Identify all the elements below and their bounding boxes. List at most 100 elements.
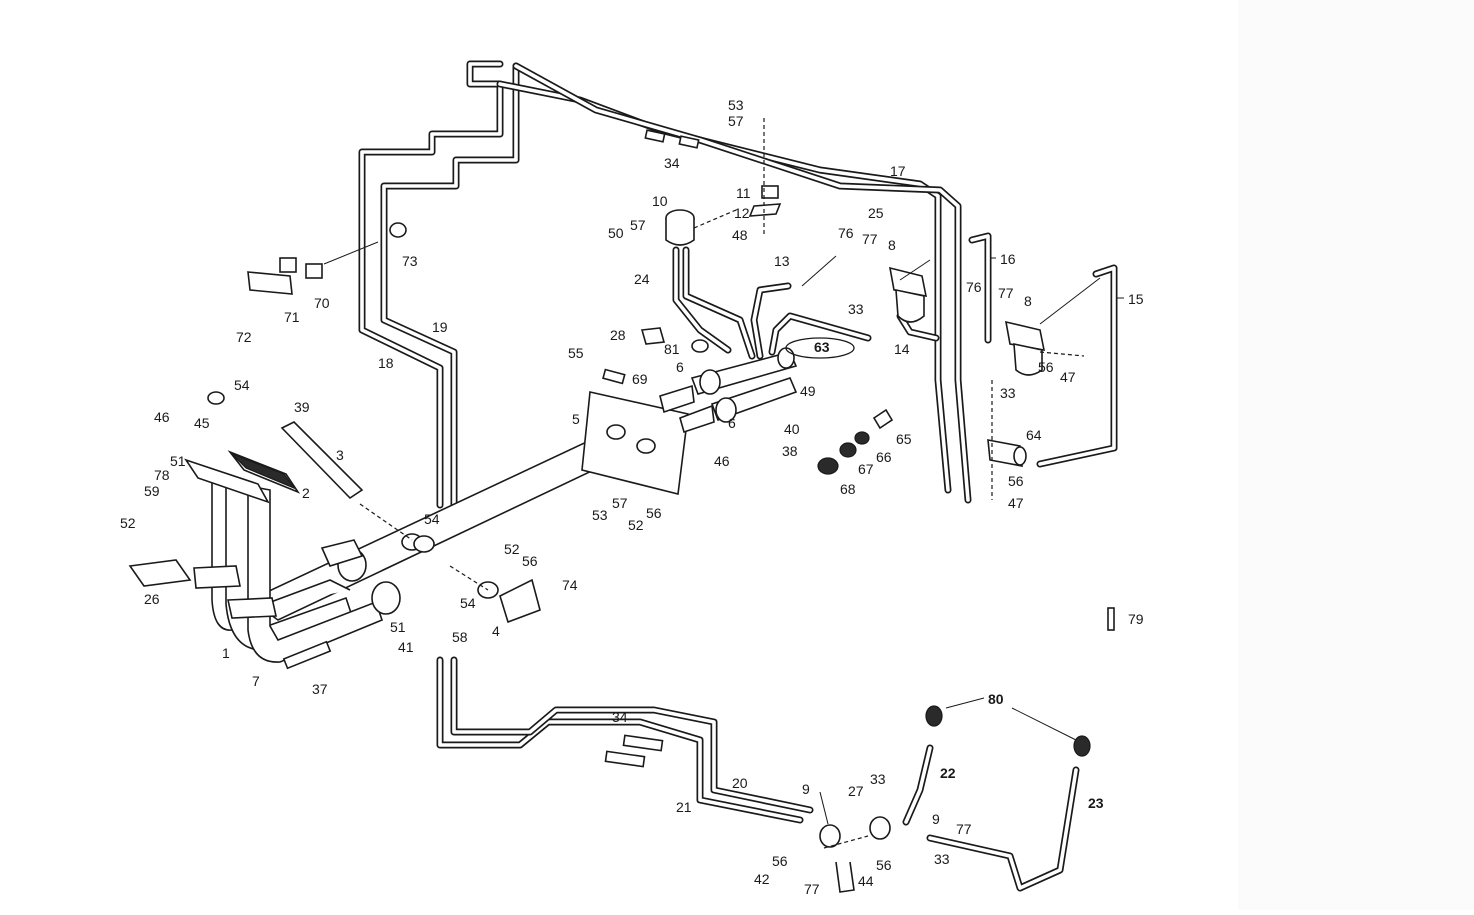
label-24: 24 bbox=[634, 271, 650, 287]
label-67: 67 bbox=[858, 461, 874, 477]
label-73: 73 bbox=[402, 253, 418, 269]
label-76-upper: 76 bbox=[838, 225, 854, 241]
hose-fittings-80 bbox=[925, 705, 1091, 757]
label-33-d: 33 bbox=[934, 851, 950, 867]
brake-pipe-20 bbox=[450, 656, 814, 814]
brake-pipe-15 bbox=[1036, 264, 1118, 468]
label-28: 28 bbox=[610, 327, 626, 343]
label-45: 45 bbox=[194, 415, 210, 431]
label-56-bracket: 56 bbox=[646, 505, 662, 521]
label-8-right: 8 bbox=[1024, 293, 1032, 309]
label-19: 19 bbox=[432, 319, 448, 335]
brake-pipe-21 bbox=[436, 656, 804, 824]
label-40: 40 bbox=[784, 421, 800, 437]
label-76-right: 76 bbox=[966, 279, 982, 295]
label-9-right: 9 bbox=[932, 811, 940, 827]
valve-8-upper bbox=[888, 266, 928, 323]
pedal-pad-1 bbox=[184, 458, 270, 504]
label-81: 81 bbox=[664, 341, 680, 357]
label-6-upper: 6 bbox=[676, 359, 684, 375]
pedal-rod-3 bbox=[280, 421, 364, 500]
label-15: 15 bbox=[1128, 291, 1144, 307]
label-20: 20 bbox=[732, 775, 748, 791]
label-9-left: 9 bbox=[802, 781, 810, 797]
label-11: 11 bbox=[736, 185, 751, 201]
brake-pipe-25 bbox=[512, 62, 972, 504]
bushings-54 bbox=[207, 391, 499, 599]
label-54-mid: 54 bbox=[424, 511, 440, 527]
bracket-4 bbox=[499, 578, 541, 624]
label-78: 78 bbox=[154, 467, 170, 483]
brake-hose-22 bbox=[902, 744, 934, 826]
label-39: 39 bbox=[294, 399, 310, 415]
pedal-lever-arms bbox=[193, 565, 277, 619]
label-50: 50 bbox=[608, 225, 624, 241]
label-51-left: 51 bbox=[170, 453, 186, 469]
label-53-lower: 53 bbox=[592, 507, 608, 523]
brake-pipe-24 bbox=[672, 246, 756, 360]
pedal-pad-26 bbox=[128, 559, 192, 587]
label-63: 63 bbox=[814, 339, 830, 355]
brake-pipe-16 bbox=[968, 232, 992, 344]
label-44: 44 bbox=[858, 873, 874, 889]
label-48: 48 bbox=[732, 227, 748, 243]
label-26: 26 bbox=[144, 591, 160, 607]
label-22: 22 bbox=[940, 765, 956, 781]
label-16: 16 bbox=[1000, 251, 1016, 267]
label-23: 23 bbox=[1088, 795, 1104, 811]
brake-pipe-14 bbox=[768, 312, 940, 356]
clamp-70-71 bbox=[247, 257, 323, 295]
label-21: 21 bbox=[676, 799, 692, 815]
spacer-81 bbox=[691, 339, 709, 353]
label-56-valve: 56 bbox=[1038, 359, 1054, 375]
label-41: 41 bbox=[398, 639, 414, 655]
label-25: 25 bbox=[868, 205, 884, 221]
label-47-b: 47 bbox=[1008, 495, 1024, 511]
label-65: 65 bbox=[896, 431, 912, 447]
label-6-lower: 6 bbox=[728, 415, 736, 431]
label-18: 18 bbox=[378, 355, 394, 371]
label-71: 71 bbox=[284, 309, 300, 325]
label-34-lower: 34 bbox=[612, 709, 628, 725]
label-1: 1 bbox=[222, 645, 230, 661]
leader-lines bbox=[323, 241, 1124, 825]
label-77-lower-right: 77 bbox=[956, 821, 972, 837]
label-77-right: 77 bbox=[998, 285, 1014, 301]
label-2: 2 bbox=[302, 485, 310, 501]
label-69: 69 bbox=[632, 371, 648, 387]
master-cylinder-6-lower bbox=[710, 377, 798, 423]
label-8-upper: 8 bbox=[888, 237, 896, 253]
label-56-mid: 56 bbox=[522, 553, 538, 569]
label-42: 42 bbox=[754, 871, 770, 887]
label-33-b: 33 bbox=[1000, 385, 1016, 401]
label-54-low: 54 bbox=[460, 595, 476, 611]
label-56-switch: 56 bbox=[1008, 473, 1024, 489]
brake-pipe-18 bbox=[358, 60, 504, 509]
brake-pipe-19 bbox=[380, 62, 520, 509]
label-59: 59 bbox=[144, 483, 160, 499]
label-55: 55 bbox=[568, 345, 584, 361]
label-3: 3 bbox=[336, 447, 344, 463]
label-68: 68 bbox=[840, 481, 856, 497]
label-46-left: 46 bbox=[154, 409, 170, 425]
label-52-bracket: 52 bbox=[628, 517, 644, 533]
brake-pipe-13 bbox=[750, 282, 792, 360]
label-53-upper: 53 bbox=[728, 97, 744, 113]
label-72: 72 bbox=[236, 329, 252, 345]
label-51-lower: 51 bbox=[390, 619, 406, 635]
reservoir-10 bbox=[665, 209, 695, 246]
label-54-top: 54 bbox=[234, 377, 250, 393]
loop-63 bbox=[785, 337, 855, 359]
label-4: 4 bbox=[492, 623, 500, 639]
label-46-mid: 46 bbox=[714, 453, 730, 469]
switch-parts-65-68 bbox=[817, 408, 894, 475]
page-margin bbox=[1238, 0, 1474, 910]
label-10: 10 bbox=[652, 193, 668, 209]
label-33-c: 33 bbox=[870, 771, 886, 787]
switch-64 bbox=[987, 439, 1027, 467]
label-52-mid: 52 bbox=[504, 541, 520, 557]
bracket-11-12 bbox=[748, 185, 782, 217]
unions-34 bbox=[604, 129, 700, 768]
